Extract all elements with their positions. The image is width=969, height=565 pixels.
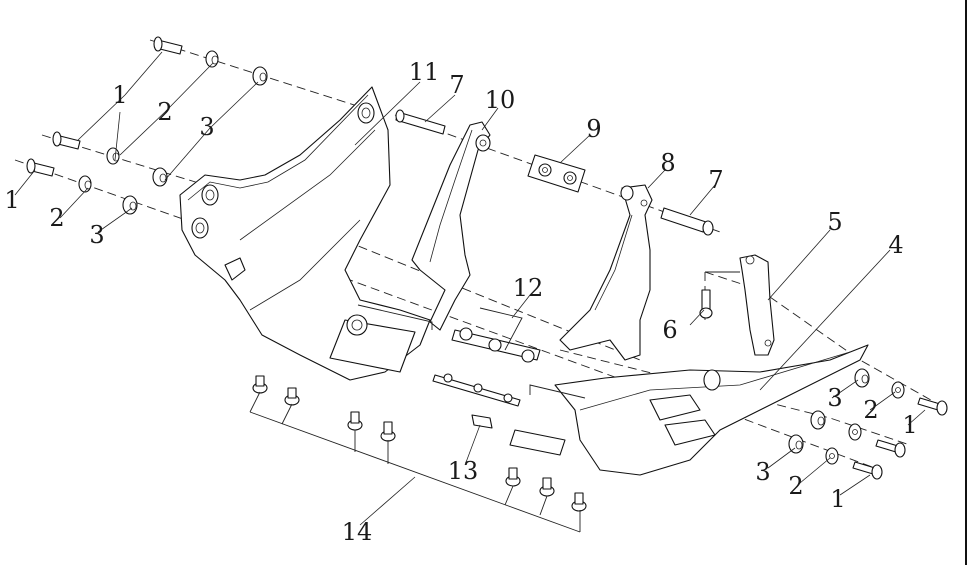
nut-plate-part: [527, 154, 586, 193]
right-bracket-part: [559, 184, 653, 361]
callout-1-top: 1: [112, 81, 128, 109]
skid-plate-part: [509, 344, 869, 476]
callout-1-left: 1: [4, 186, 20, 214]
callout-1-right-top: 1: [902, 411, 918, 439]
callout-3-right-top: 3: [827, 384, 843, 412]
callout-4: 4: [888, 231, 904, 259]
callout-14: 14: [341, 518, 373, 546]
assembly-axes: [14, 39, 946, 471]
fasteners-left: [26, 36, 268, 215]
callout-10: 10: [484, 86, 516, 114]
left-bracket-part: [411, 121, 491, 331]
callout-2-left: 2: [49, 204, 65, 232]
fasteners-right: [788, 368, 948, 480]
image-border: [965, 0, 967, 565]
nut-strip-part: [329, 314, 541, 429]
callout-1-right-bottom: 1: [830, 485, 846, 513]
callout-5: 5: [827, 208, 843, 236]
callout-7-left: 7: [449, 71, 465, 99]
group-brackets: [249, 271, 740, 533]
bolt-7-left: [395, 109, 446, 135]
callout-8: 8: [660, 149, 676, 177]
callout-13: 13: [447, 457, 479, 485]
bolt-6-part: [699, 289, 713, 319]
callout-3-left: 3: [89, 221, 105, 249]
callout-3-top: 3: [199, 113, 215, 141]
callout-2-top: 2: [157, 98, 173, 126]
callout-7-right: 7: [708, 166, 724, 194]
callout-2-right-top: 2: [863, 396, 879, 424]
callout-6: 6: [662, 316, 678, 344]
callout-9: 9: [586, 115, 602, 143]
leader-lines: [14, 51, 926, 526]
callout-12: 12: [512, 274, 544, 302]
bolt-7-right: [660, 207, 714, 236]
rear-bracket-part: [739, 254, 775, 356]
callout-3-right-bottom: 3: [755, 458, 771, 486]
callout-2-right-bottom: 2: [788, 472, 804, 500]
callout-11: 11: [408, 58, 440, 86]
